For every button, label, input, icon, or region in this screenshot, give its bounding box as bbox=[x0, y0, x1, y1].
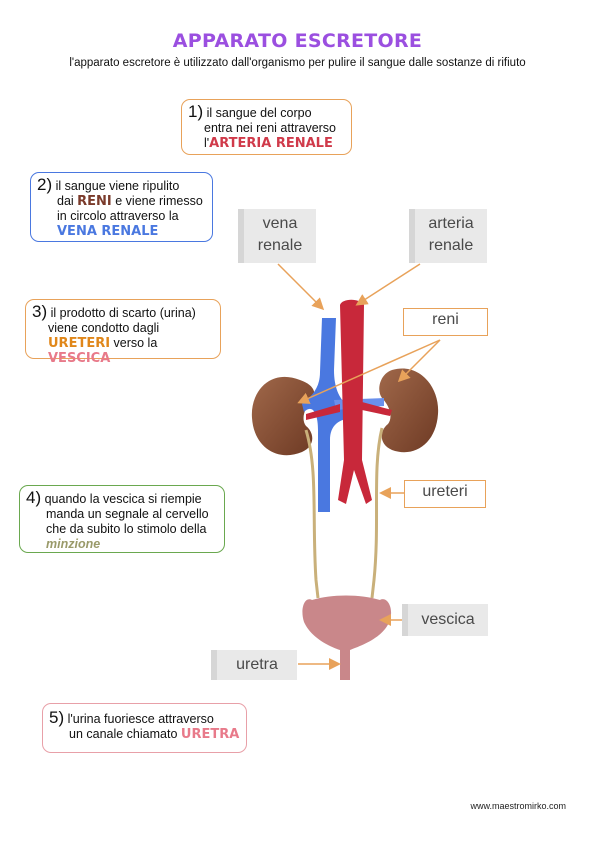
footer-website[interactable]: www.maestromirko.com bbox=[470, 801, 566, 811]
keyword-vena-renale: VENA RENALE bbox=[57, 224, 159, 239]
aorta bbox=[338, 299, 372, 504]
label-vena-renale: vena renale bbox=[238, 209, 316, 263]
keyword-uretra: URETRA bbox=[180, 727, 240, 742]
arrow-arteria bbox=[355, 263, 421, 306]
step-5-number: 5) bbox=[49, 708, 65, 727]
step-4-line4: minzione bbox=[26, 537, 218, 552]
step-1-line3: l'ARTERIA RENALE bbox=[188, 136, 345, 151]
label-arteria-renale: arteria renale bbox=[409, 209, 487, 263]
step-2-text2b: e viene rimesso bbox=[111, 194, 203, 208]
step-5-text2: un canale chiamato bbox=[69, 727, 181, 741]
step-3-text1: il prodotto di scarto (urina) bbox=[50, 306, 196, 320]
step-1-line2: entra nei reni attraverso bbox=[204, 121, 337, 135]
arrow-reni-left bbox=[297, 339, 441, 404]
step-3-text3: verso la bbox=[110, 336, 158, 350]
page-title: APPARATO ESCRETORE bbox=[172, 30, 423, 52]
arrow-reni-right bbox=[397, 339, 441, 383]
step-4-box: 4) quando la vescica si riempie manda un… bbox=[19, 485, 225, 553]
label-arteria-line2: renale bbox=[428, 237, 474, 254]
step-4-line1: 4) quando la vescica si riempie bbox=[26, 488, 218, 507]
step-5-text1: l'urina fuoriesce attraverso bbox=[67, 712, 214, 726]
step-5-line1: 5) l'urina fuoriesce attraverso bbox=[49, 708, 240, 727]
step-3-line2: viene condotto dagli bbox=[48, 321, 160, 335]
step-2-line4: VENA RENALE bbox=[37, 224, 206, 239]
label-vena-line2: renale bbox=[257, 237, 303, 254]
step-4-line2: manda un segnale al cervello bbox=[46, 507, 209, 521]
step-2-line3: in circolo attraverso la bbox=[57, 209, 179, 223]
step-2-line1: 2) il sangue viene ripulito bbox=[37, 175, 206, 194]
step-1-text1: il sangue del corpo bbox=[206, 106, 312, 120]
page-subtitle: l'apparato escretore è utilizzato dall'o… bbox=[69, 57, 526, 69]
keyword-vescica: VESCICA bbox=[48, 351, 111, 366]
step-1-line1: 1) il sangue del corpo bbox=[188, 102, 345, 121]
step-5-box: 5) l'urina fuoriesce attraverso un canal… bbox=[42, 703, 247, 753]
left-kidney bbox=[251, 376, 315, 456]
vena-cava bbox=[302, 318, 356, 512]
keyword-ureteri: URETERI bbox=[48, 336, 111, 351]
label-vescica: vescica bbox=[402, 604, 488, 636]
label-ureteri: ureteri bbox=[404, 480, 486, 508]
label-uretra: uretra bbox=[211, 650, 297, 680]
step-1-box: 1) il sangue del corpo entra nei reni at… bbox=[181, 99, 352, 155]
label-arteria-line1: arteria bbox=[428, 215, 474, 232]
keyword-minzione: minzione bbox=[46, 537, 101, 551]
keyword-arteria-renale: ARTERIA RENALE bbox=[209, 136, 333, 151]
step-3-line1: 3) il prodotto di scarto (urina) bbox=[32, 302, 214, 321]
renal-artery-left bbox=[306, 404, 340, 420]
step-1-number: 1) bbox=[188, 102, 204, 121]
left-ureter bbox=[304, 429, 320, 599]
step-3-box: 3) il prodotto di scarto (urina) viene c… bbox=[25, 299, 221, 366]
step-4-text1: quando la vescica si riempie bbox=[44, 492, 202, 506]
renal-artery bbox=[362, 402, 392, 416]
step-3-line3: URETERI verso la VESCICA bbox=[32, 336, 214, 366]
step-2-number: 2) bbox=[37, 175, 53, 194]
keyword-reni: RENI bbox=[77, 194, 112, 209]
right-kidney bbox=[379, 368, 439, 453]
right-ureter bbox=[370, 427, 384, 599]
bladder bbox=[302, 595, 392, 680]
label-vena-line1: vena bbox=[262, 215, 298, 232]
step-2-box: 2) il sangue viene ripulito dai RENI e v… bbox=[30, 172, 213, 242]
step-4-line3: che da subito lo stimolo della bbox=[46, 522, 207, 536]
step-2-text2a: dai bbox=[57, 194, 78, 208]
step-1-text3: l' bbox=[204, 136, 210, 150]
step-5-line2: un canale chiamato URETRA bbox=[49, 727, 240, 742]
label-reni: reni bbox=[403, 308, 488, 336]
step-2-line2: dai RENI e viene rimesso bbox=[37, 194, 206, 209]
step-2-text1: il sangue viene ripulito bbox=[55, 179, 180, 193]
step-4-number: 4) bbox=[26, 488, 42, 507]
step-3-number: 3) bbox=[32, 302, 48, 321]
arrow-vena bbox=[277, 263, 325, 311]
